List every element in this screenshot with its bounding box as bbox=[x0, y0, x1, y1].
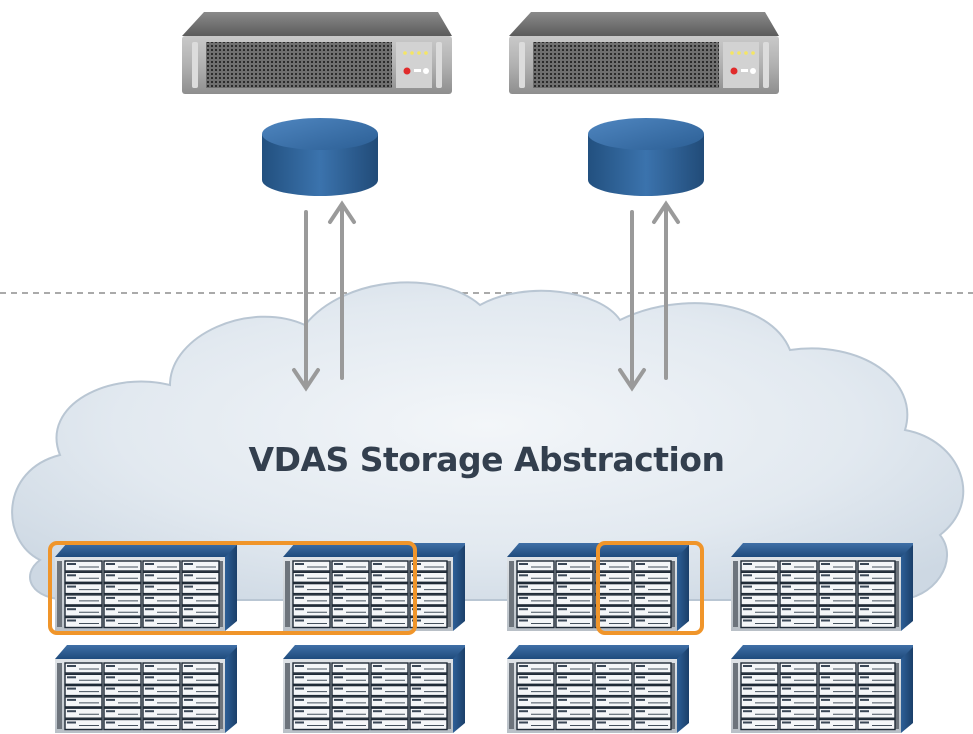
highlight-group-narrow bbox=[596, 541, 704, 635]
disk-array-icon bbox=[507, 543, 689, 631]
cloud-title: VDAS Storage Abstraction bbox=[248, 440, 725, 479]
arrow-up-icon bbox=[652, 200, 680, 380]
highlight-group-wide bbox=[48, 541, 417, 635]
arrow-down-icon bbox=[618, 210, 646, 392]
disk-array-icon bbox=[283, 645, 465, 733]
cloud-shape bbox=[11, 281, 965, 601]
arrow-up-icon bbox=[328, 200, 356, 380]
disk-array-icon bbox=[283, 543, 465, 631]
database-cylinder-icon bbox=[588, 118, 704, 196]
storage-array-grid bbox=[55, 543, 913, 733]
disk-array-icon bbox=[731, 645, 913, 733]
disk-array-icon bbox=[55, 543, 237, 631]
server-1 bbox=[182, 12, 452, 94]
server-2 bbox=[509, 12, 779, 94]
arrow-down-icon bbox=[292, 210, 320, 392]
disk-array-icon bbox=[731, 543, 913, 631]
disk-array-icon bbox=[507, 645, 689, 733]
disk-array-icon bbox=[55, 645, 237, 733]
database-cylinder-icon bbox=[262, 118, 378, 196]
